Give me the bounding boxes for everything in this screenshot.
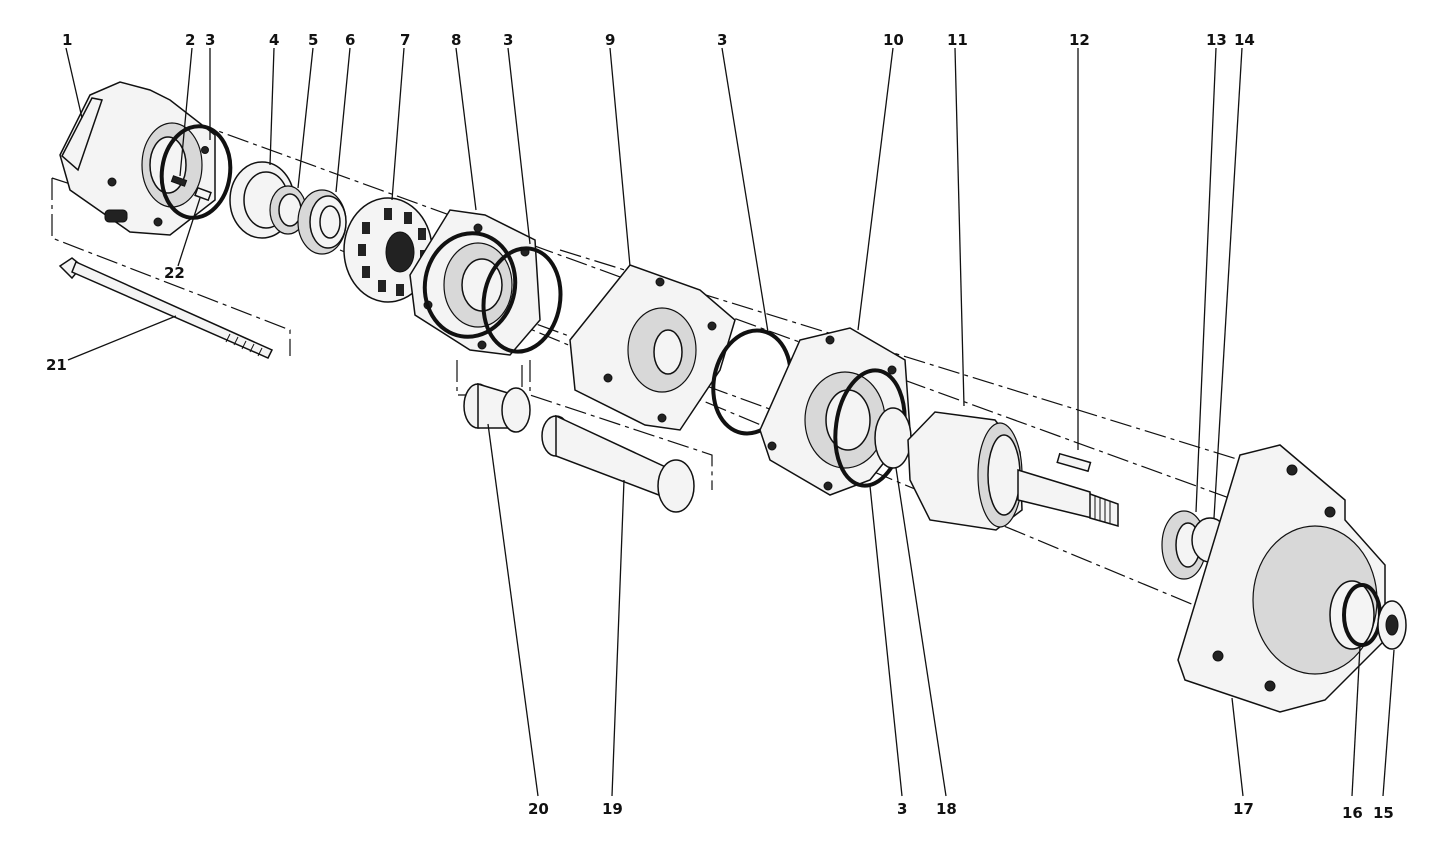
label-part-22: 22 — [164, 264, 185, 282]
label-part-14: 14 — [1234, 31, 1255, 49]
part-22-key — [194, 186, 212, 202]
part-6-bearing — [297, 189, 347, 255]
label-part-3-top-c: 3 — [717, 31, 727, 49]
label-part-18: 18 — [936, 800, 957, 818]
part-17-mounting-flange — [1177, 444, 1386, 713]
part-20-short-gear-shaft — [463, 382, 531, 433]
label-part-15: 15 — [1373, 804, 1394, 822]
label-part-21: 21 — [46, 356, 67, 374]
label-part-16: 16 — [1342, 804, 1363, 822]
label-part-4: 4 — [269, 31, 279, 49]
leader-lines — [65, 47, 1395, 797]
part-2-pin — [170, 175, 188, 187]
label-part-3-bottom: 3 — [897, 800, 907, 818]
part-9-end-plate — [569, 264, 736, 431]
part-19-drive-shaft — [541, 414, 695, 513]
label-part-7: 7 — [400, 31, 410, 49]
part-1-housing — [59, 81, 216, 236]
part-12-key — [1056, 452, 1092, 473]
label-part-9: 9 — [605, 31, 615, 49]
label-part-3-top-b: 3 — [503, 31, 513, 49]
part-21-tie-bolt — [58, 257, 274, 359]
label-part-11: 11 — [947, 31, 968, 49]
part-3-oring-a — [159, 124, 233, 220]
label-part-10: 10 — [883, 31, 904, 49]
label-part-2: 2 — [185, 31, 195, 49]
label-part-19: 19 — [602, 800, 623, 818]
label-part-20: 20 — [528, 800, 549, 818]
part-11-output-shaft — [907, 411, 1119, 531]
label-part-1: 1 — [62, 31, 72, 49]
label-part-13: 13 — [1206, 31, 1227, 49]
label-part-12: 12 — [1069, 31, 1090, 49]
label-part-3-top-a: 3 — [205, 31, 215, 49]
part-18-washer — [874, 407, 912, 469]
label-part-6: 6 — [345, 31, 355, 49]
part-3-oring-b — [422, 231, 563, 354]
label-part-17: 17 — [1233, 800, 1254, 818]
label-part-5: 5 — [308, 31, 318, 49]
label-part-8: 8 — [451, 31, 461, 49]
part-labels: 1 2 3 4 5 6 7 8 3 9 3 10 11 12 13 14 22 … — [46, 31, 1394, 822]
part-15-castle-nut — [1377, 600, 1407, 650]
